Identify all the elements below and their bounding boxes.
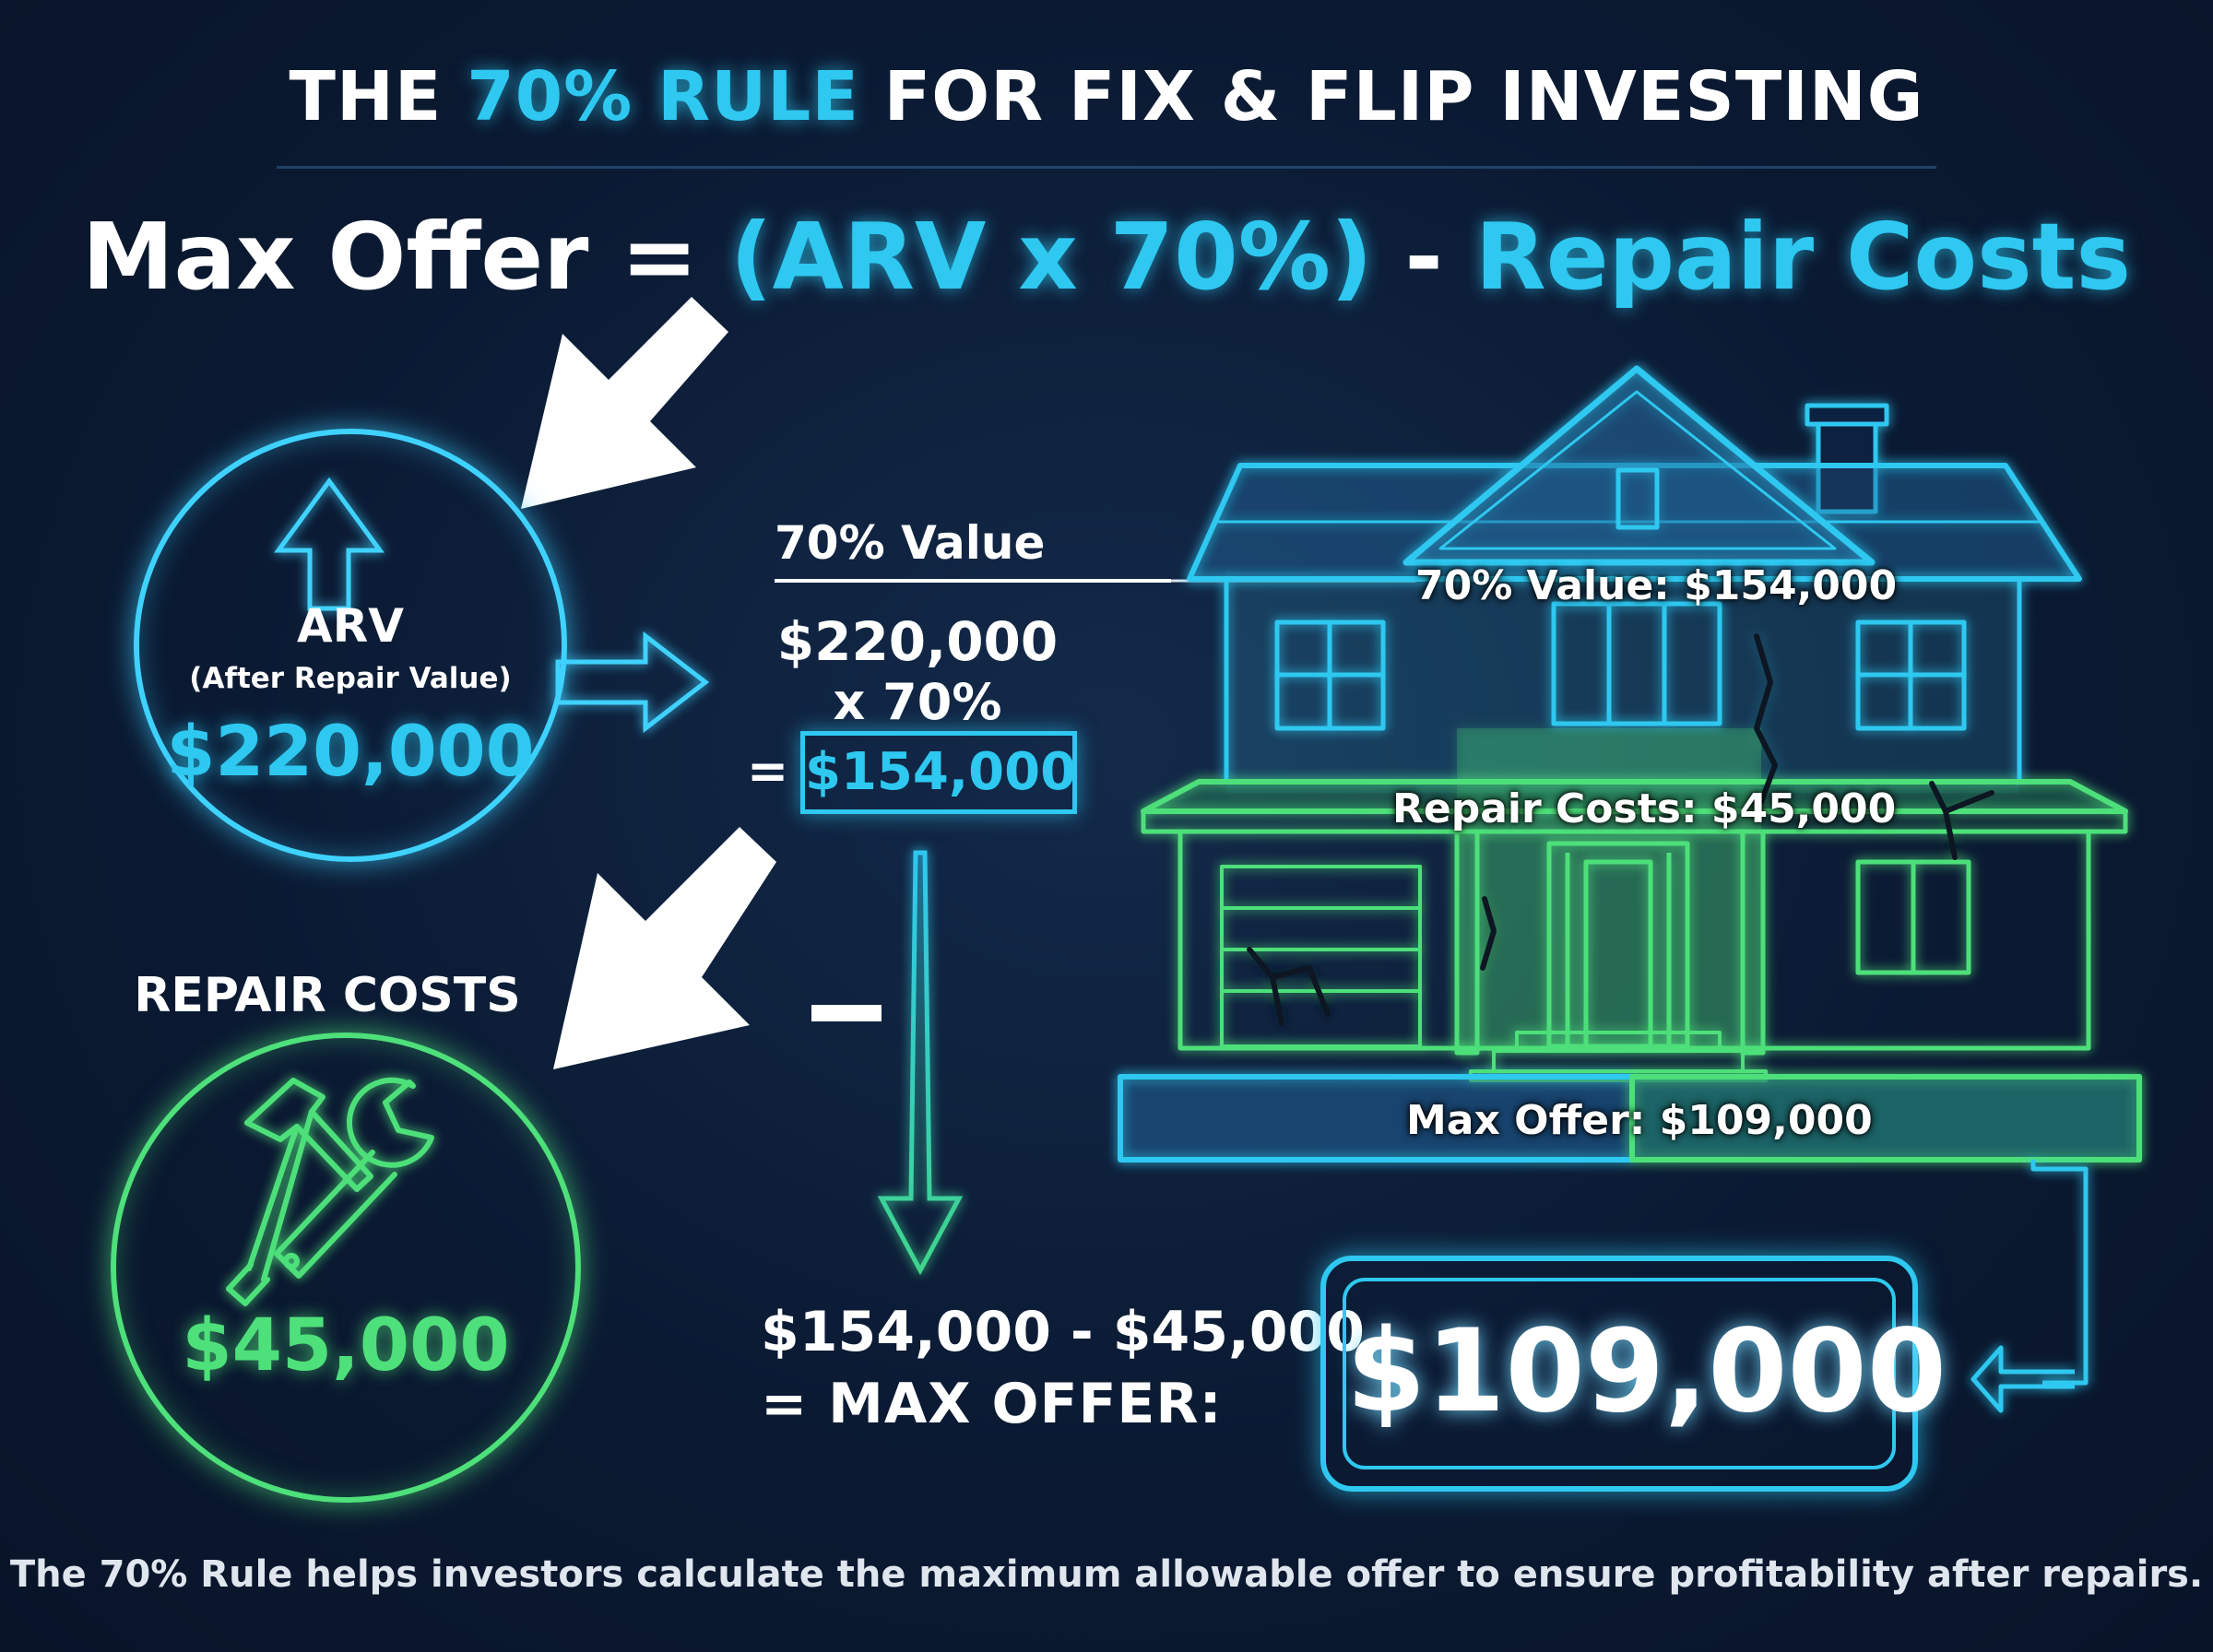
calc-equals: =: [747, 742, 789, 800]
arv-label: ARV: [297, 599, 404, 653]
arv-value: $220,000: [166, 710, 535, 792]
white-arrow-formula-to-arv: [521, 297, 728, 509]
calc-heading: 70% Value: [775, 516, 1046, 570]
arrow-down-icon: [877, 850, 964, 1276]
result-value: $109,000: [1343, 1278, 1947, 1469]
title-part1: THE: [289, 57, 467, 136]
title-part2: FOR FIX & FLIP INVESTING: [858, 57, 1924, 136]
house-label-70-value: 70% Value: $154,000: [1415, 562, 1898, 609]
white-arrow-to-repair: [553, 827, 776, 1069]
arrow-right-icon: [555, 631, 710, 734]
footnote: The 70% Rule helps investors calculate t…: [9, 1553, 2204, 1596]
house-label-max-offer: Max Offer: $109,000: [1406, 1097, 1873, 1144]
result-subtraction: $154,000 - $45,000: [761, 1300, 1365, 1364]
repair-value: $45,000: [182, 1304, 510, 1387]
house-label-repair-costs: Repair Costs: $45,000: [1392, 785, 1897, 832]
arrow-to-result: [1970, 1160, 2089, 1413]
minus-sign: [811, 1005, 882, 1021]
calc-multiplier: x 70%: [833, 673, 1002, 731]
calc-result-box: $154,000: [800, 731, 1077, 814]
arv-sublabel: (After Repair Value): [189, 662, 512, 695]
title-divider: [277, 166, 1936, 169]
calc-arv: $220,000: [776, 610, 1059, 673]
arv-circle: [134, 429, 567, 862]
formula-lead: Max Offer =: [82, 203, 730, 311]
formula-minus: -: [1372, 203, 1475, 311]
repair-circle: [111, 1032, 581, 1503]
result-box-frame: [1320, 1256, 1918, 1492]
title-highlight: 70% RULE: [467, 57, 859, 136]
formula-repair-part: Repair Costs: [1474, 203, 2131, 311]
formula: Max Offer = (ARV x 70%) - Repair Costs: [0, 203, 2213, 311]
page-title: THE 70% RULE FOR FIX & FLIP INVESTING: [0, 57, 2213, 136]
result-label: = MAX OFFER:: [761, 1372, 1223, 1436]
repair-heading: REPAIR COSTS: [134, 968, 521, 1023]
formula-arv-part: (ARV x 70%): [729, 203, 1373, 311]
house-illustration: [1118, 365, 2142, 1162]
calc-divider: [775, 579, 1171, 583]
